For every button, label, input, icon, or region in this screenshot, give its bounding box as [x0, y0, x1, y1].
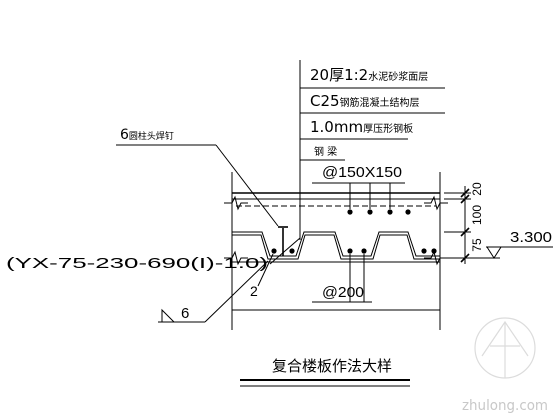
- top-mesh-label: @150X150: [322, 164, 402, 181]
- weld-leader: [204, 260, 269, 323]
- break-mark-left-bottom: [224, 250, 248, 266]
- dimension-label-concrete: 100: [470, 205, 484, 225]
- dimension-tick: [460, 194, 470, 204]
- layer-label-mortar: 20厚1:2水泥砂浆面层: [310, 66, 428, 84]
- rib-bar-spacing-label: @200: [322, 284, 364, 301]
- layer-name-concrete: 钢筋混凝土结构层: [340, 96, 420, 109]
- dimension-tick: [460, 188, 470, 198]
- stud-callout: 6圆柱头焊钉: [116, 127, 279, 227]
- top-mesh-bar-dot: [387, 209, 393, 215]
- dimension-tick: [460, 227, 470, 237]
- drawing-title-block: 复合楼板作法大样: [240, 357, 410, 387]
- top-mesh-bar-dot: [367, 209, 373, 215]
- rib-bar-count-leader: [257, 253, 274, 287]
- rib-bar-count-label: 2: [250, 283, 258, 299]
- top-mesh-callout: @150X150: [312, 164, 405, 209]
- stud-leader: [215, 144, 279, 227]
- elevation-value: 3.300: [510, 229, 552, 246]
- layer-label-concrete: C25钢筋混凝土结构层: [310, 92, 420, 110]
- layer-name-mortar: 水泥砂浆面层: [368, 70, 428, 83]
- layer-spec-mortar: 20厚1:2: [310, 66, 368, 84]
- profiled-deck-top: [232, 231, 440, 257]
- rib-bar-dot: [271, 248, 277, 254]
- layer-spec-deck: 1.0mm: [310, 118, 363, 136]
- elevation-mark: 3.300: [486, 229, 553, 259]
- rib-bar-dot: [347, 248, 353, 254]
- break-mark-right-bottom: [424, 250, 448, 266]
- rib-bar-dot: [421, 248, 427, 254]
- shear-stud: [278, 226, 288, 256]
- rib-bar-dot: [361, 248, 367, 254]
- dimension-tick: [460, 253, 470, 263]
- rib-bar-dot: [289, 248, 295, 254]
- drawing-title: 复合楼板作法大样: [272, 357, 392, 375]
- watermark: zhulong.com: [462, 317, 548, 414]
- layer-spec-concrete: C25: [310, 92, 340, 110]
- dimension-label-rib: 75: [470, 238, 484, 252]
- break-mark-left-top: [224, 195, 248, 211]
- layer-callout: 20厚1:2水泥砂浆面层 C25钢筋混凝土结构层 1.0mm厚压形钢板 钢 梁: [299, 60, 445, 240]
- deck-spec-label: (YX-75-230-690(I)-1.0): [6, 255, 268, 272]
- weld-size-label: 6: [181, 305, 189, 322]
- elevation-triangle: [486, 246, 502, 259]
- rib-bar-callout: 2 @200: [250, 253, 372, 303]
- stud-name: 圆柱头焊钉: [129, 130, 174, 142]
- layer-label-deck: 1.0mm厚压形钢板: [310, 118, 413, 136]
- stud-label: 6圆柱头焊钉: [120, 127, 174, 143]
- deck-spec-leader: [269, 237, 301, 265]
- stud-size: 6: [120, 127, 129, 143]
- profiled-deck-bottom: [232, 234, 440, 260]
- top-mesh-bar-dot: [347, 209, 353, 215]
- thickness-dimension: 20 100 75: [444, 182, 500, 264]
- deck-spec-callout: (YX-75-230-690(I)-1.0): [6, 237, 301, 272]
- watermark-logo: [474, 317, 536, 379]
- watermark-text: zhulong.com: [462, 398, 548, 414]
- weld-symbol: 6: [158, 260, 269, 323]
- top-mesh-bar-dot: [405, 209, 411, 215]
- break-mark-right-top: [424, 195, 448, 211]
- fillet-weld-triangle: [161, 308, 176, 323]
- layer-name-deck: 厚压形钢板: [363, 122, 413, 135]
- slab-section: [224, 172, 448, 330]
- dimension-label-mortar: 20: [470, 182, 484, 196]
- layer-name-beam: 钢 梁: [314, 145, 337, 158]
